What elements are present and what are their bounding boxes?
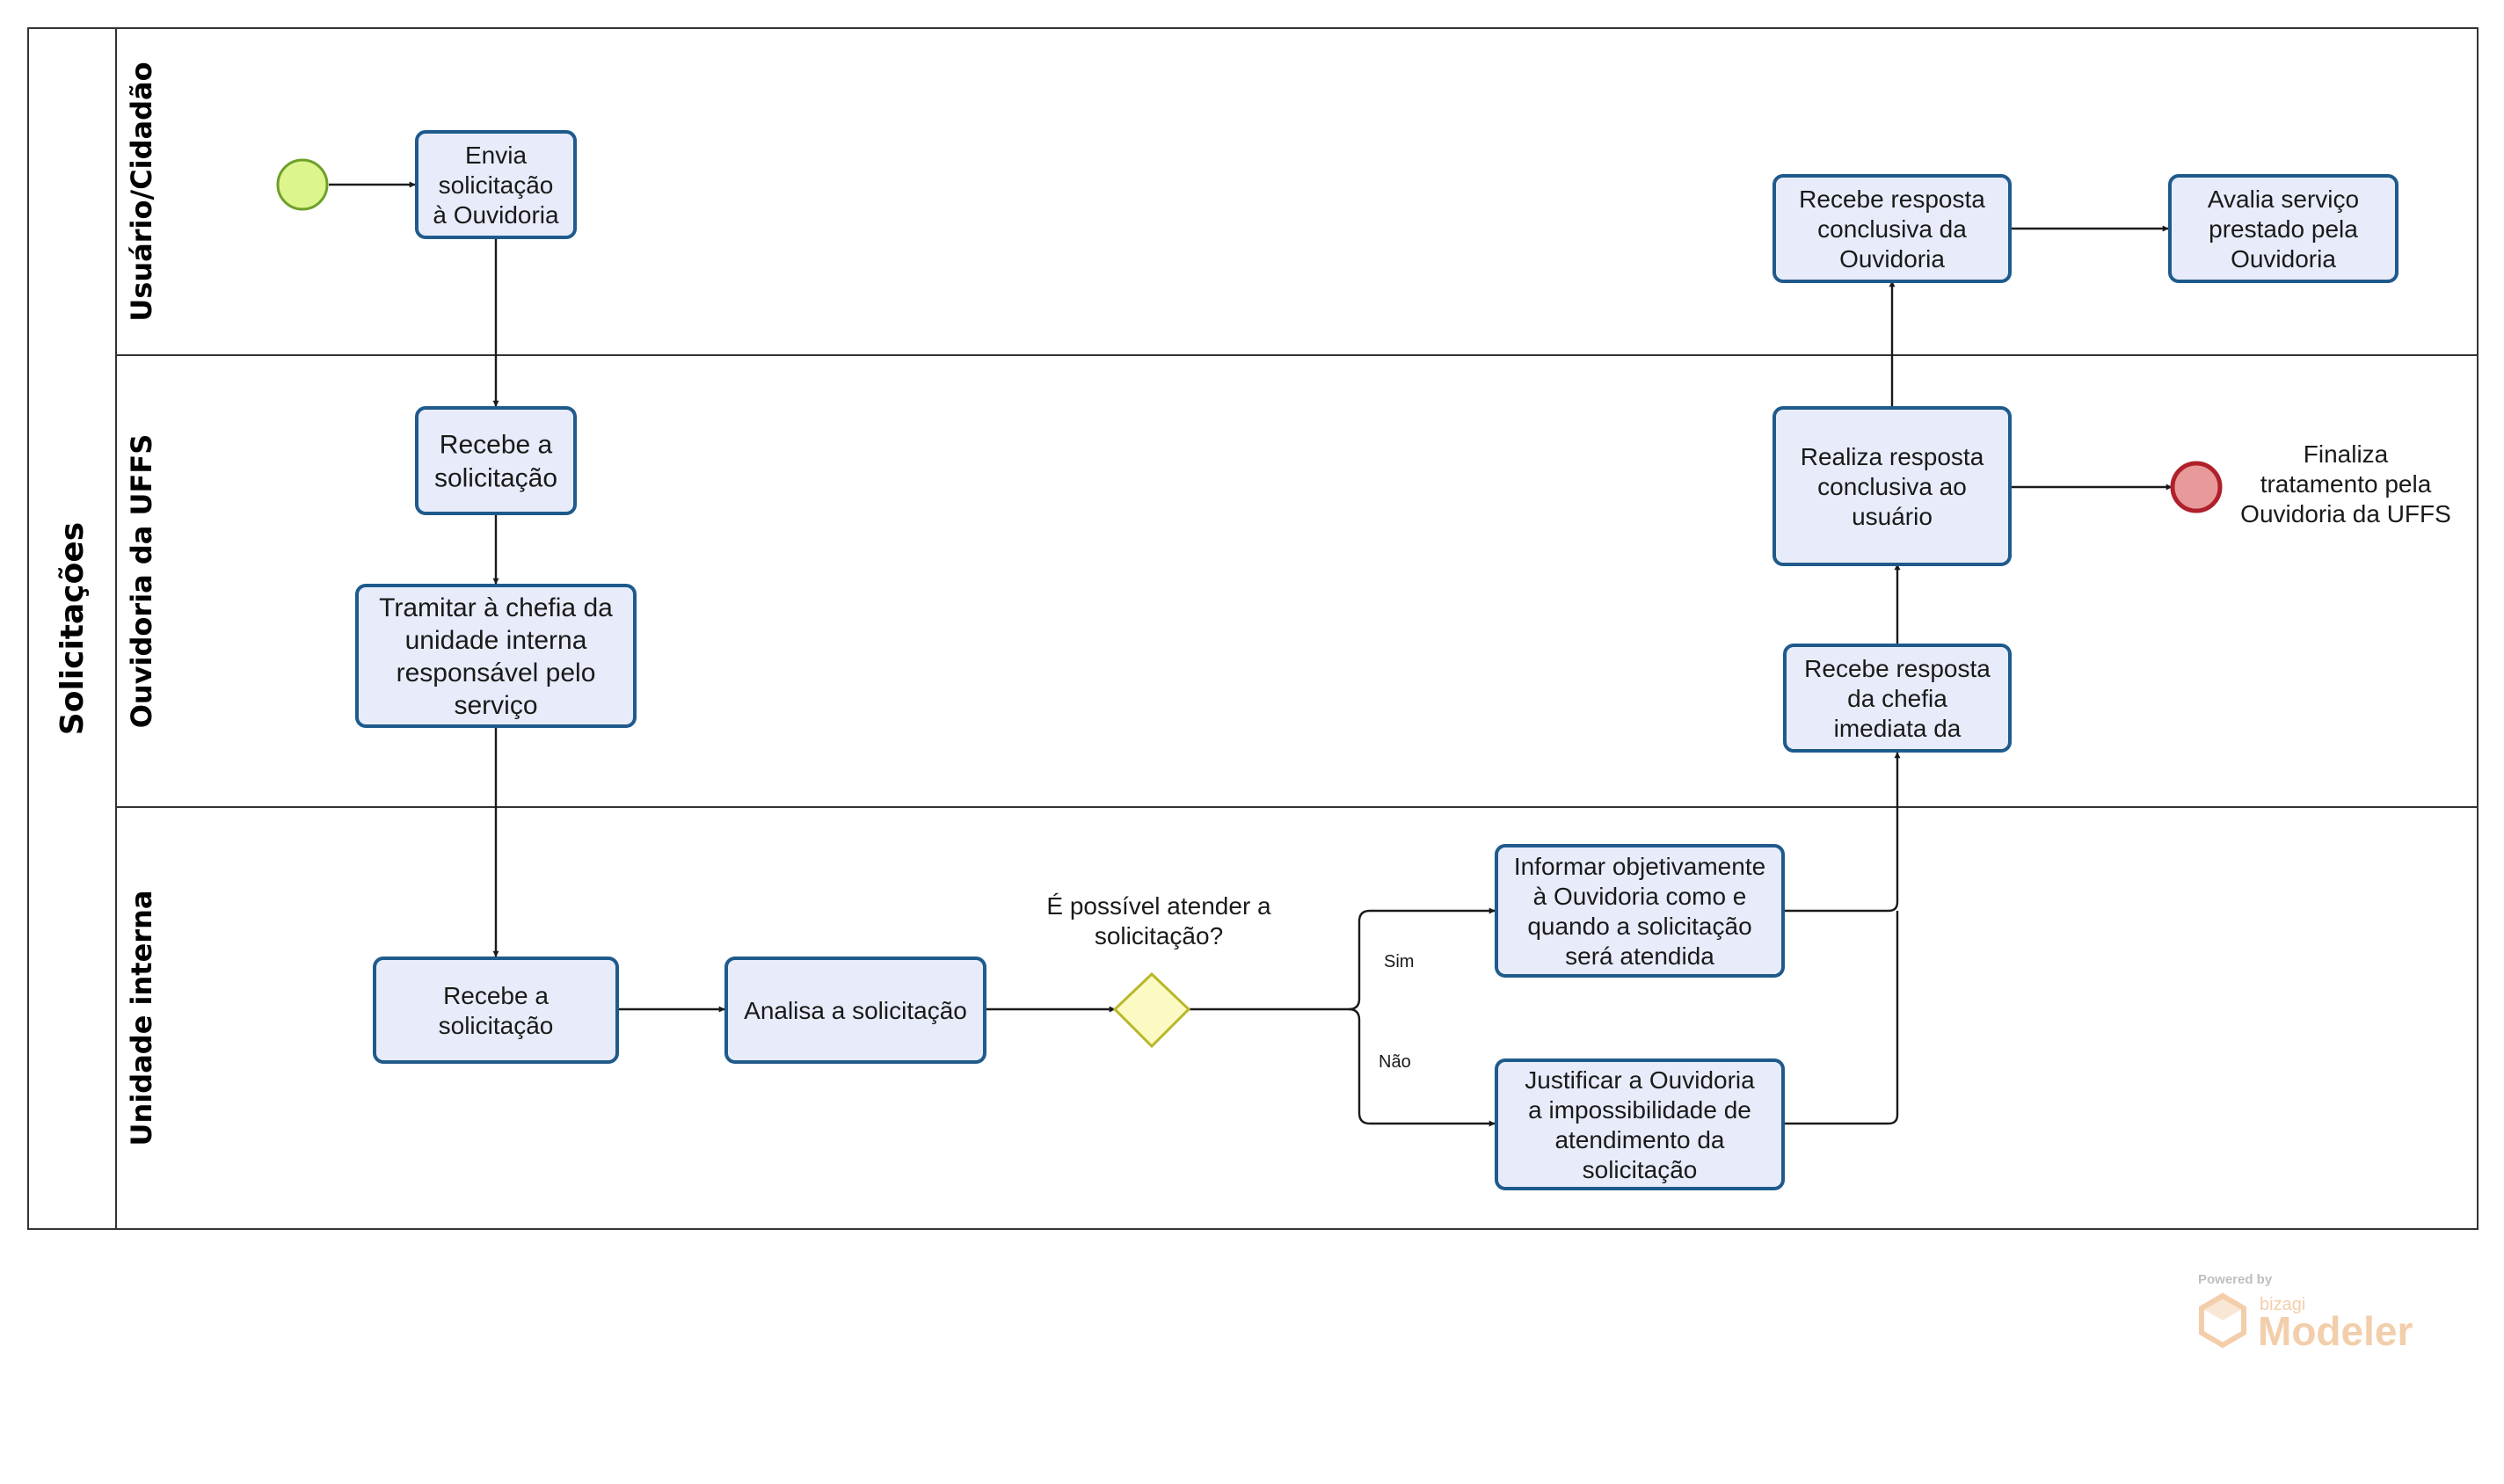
task-label-line: prestado pela [2209,215,2358,243]
watermark-brand: bizagi [2260,1295,2305,1314]
task-label-line: solicitação [1583,1156,1698,1183]
lane-label-unidade: Unidade interna [125,891,158,1146]
task-label-line: Tramitar à chefia da [379,593,613,622]
task-realiza-resposta[interactable]: Realiza resposta conclusiva ao usuário [1772,406,2012,566]
start-event[interactable] [276,158,329,211]
bizagi-logo-icon [2199,1292,2246,1349]
task-label-line: solicitação [434,464,557,493]
task-label-line: à Ouvidoria como e [1533,883,1747,910]
task-label-line: Ouvidoria [2231,245,2336,273]
task-label-line: Recebe a [440,431,553,460]
task-label-line: Recebe resposta [1804,655,1991,682]
task-recebe-ouvidoria[interactable]: Recebe a solicitação [415,406,577,515]
lane-label-usuario: Usuário/Cidadão [125,62,158,321]
flow-informar-to-chefia [1783,752,1901,913]
lane-label-ouvidoria: Ouvidoria da UFFS [125,434,158,729]
flow-label-sim: Sim [1384,952,1414,971]
task-tramitar[interactable]: Tramitar à chefia da unidade interna respo… [355,584,637,728]
task-label-line: usuário [1852,503,1933,530]
task-label-line: Recebe resposta [1799,186,1985,213]
task-label-line: Realiza resposta [1801,443,1984,470]
flow-label-nao: Não [1379,1052,1411,1072]
task-label-line: da chefia [1847,685,1947,712]
watermark-product: Modeler [2258,1308,2413,1354]
task-label-line: Justificar a Ouvidoria [1525,1066,1755,1094]
end-event[interactable] [2170,461,2223,513]
task-analisa[interactable]: Analisa a solicitação [724,957,986,1064]
label-line: Finaliza [2304,440,2389,468]
task-label-line: conclusiva da [1817,215,1967,243]
task-label-line: Envia [465,142,527,169]
task-label-line: Analisa a solicitação [744,997,967,1024]
sequence-flows [329,181,2173,1127]
flow-sim [1348,907,1496,1011]
task-label-line: serviço [454,691,537,720]
flow-justificar-to-chefia [1783,911,1899,1125]
label-line: É possível atender a [1046,892,1271,920]
svg-text:Analisa a solicitação: Analisa a solicitação [744,997,967,1024]
label-line: tratamento pela [2260,470,2432,498]
watermark-powered: Powered by [2198,1272,2273,1287]
task-label-line: atendimento da [1554,1126,1724,1153]
task-label-line: conclusiva ao [1817,473,1967,500]
task-label-line: será atendida [1565,942,1714,970]
label-line: solicitação? [1095,922,1223,949]
bizagi-watermark: Powered by bizagi Modeler [2198,1272,2413,1354]
task-label-line: unidade interna [405,626,587,655]
task-label-line: solicitação [439,171,554,199]
pool-title: Solicitações [55,522,91,735]
bizagi-logo-top [2202,1296,2244,1320]
task-label-line: Avalia serviço [2208,186,2359,213]
task-informar[interactable]: Informar objetivamente à Ouvidoria como e… [1495,844,1785,978]
task-label-line: Informar objetivamente [1514,853,1765,880]
task-label-line: a impossibilidade de [1528,1096,1751,1124]
task-recebe-chefia[interactable]: Recebe resposta da chefia imediata da [1783,644,2012,753]
label-line: Ouvidoria da UFFS [2240,500,2451,527]
task-recebe-unidade[interactable]: Recebe a solicitação [373,957,619,1064]
task-label-line: Ouvidoria [1839,245,1945,273]
task-label-line: à Ouvidoria [433,201,559,229]
flow-nao [1348,1008,1496,1127]
task-label-line: Recebe a [443,982,549,1009]
task-label-line: quando a solicitação [1527,913,1751,940]
task-label-line: responsável pelo [397,658,596,687]
task-label-line: solicitação [439,1012,554,1039]
task-label-line: imediata da [1834,715,1962,742]
exclusive-gateway[interactable] [1112,971,1191,1049]
